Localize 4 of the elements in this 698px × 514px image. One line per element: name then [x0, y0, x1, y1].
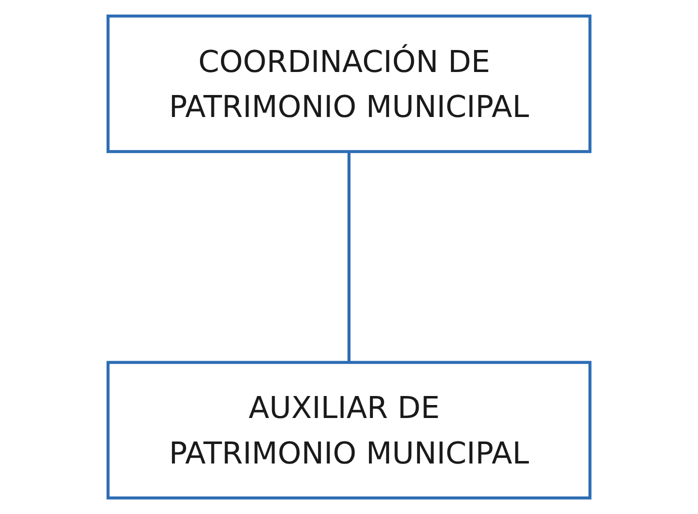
node-box: [106, 360, 592, 500]
org-chart: COORDINACIÓN DE PATRIMONIO MUNICIPAL AUXILIAR DE PATRIMONIO MUNICIPAL: [96, 4, 602, 510]
connector: [348, 150, 350, 364]
node-box: [106, 14, 592, 154]
